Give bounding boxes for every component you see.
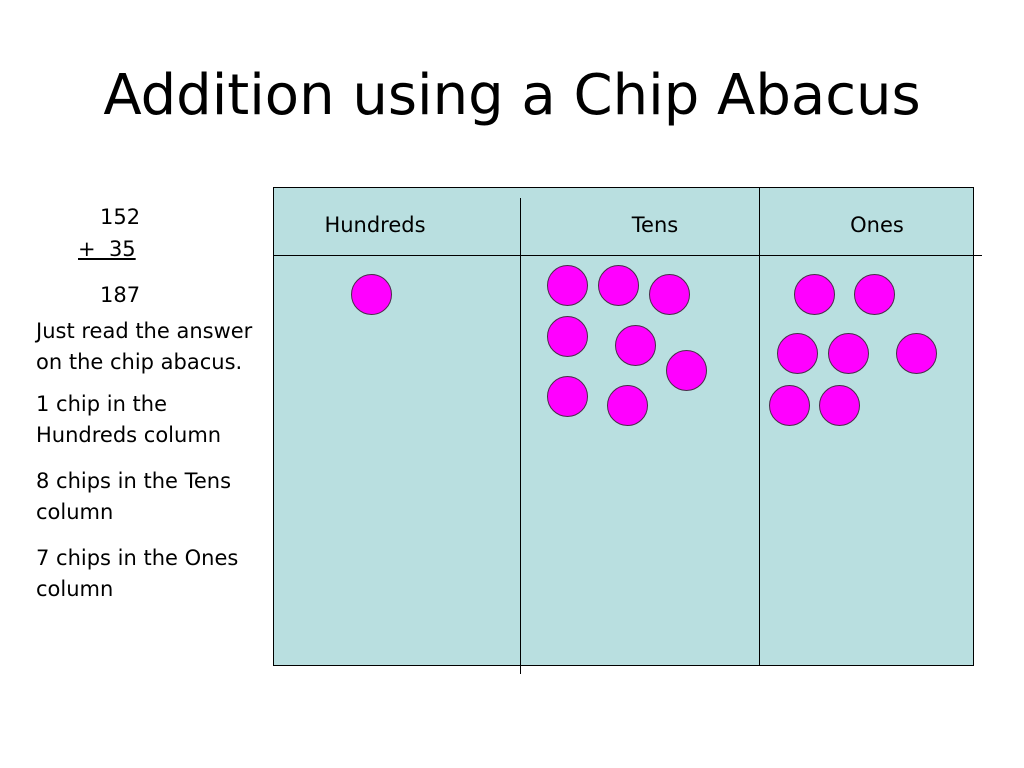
note-ones-count: 7 chips in the Ones column [36,546,239,601]
chip-tens [666,350,707,391]
chip-tens [649,274,690,315]
chip-tens [547,265,588,306]
chip-ones [769,385,810,426]
chip-tens [547,316,588,357]
chip-hundreds [351,274,392,315]
chip-tens [607,385,648,426]
header-divider-line [273,255,982,256]
sum-result: 187 [100,283,141,307]
chip-tens [547,376,588,417]
slide-title: Addition using a Chip Abacus [103,63,921,128]
column-divider-tens-ones [759,187,760,665]
column-header-ones: Ones [850,213,904,237]
column-header-hundreds: Hundreds [324,213,426,237]
chip-tens [615,325,656,366]
column-divider-hundreds-tens [520,198,521,674]
chip-ones [777,333,818,374]
chip-ones [854,274,895,315]
note-tens-count: 8 chips in the Tens column [36,469,232,524]
chip-ones [794,274,835,315]
column-header-tens: Tens [631,213,679,237]
addend-2: + 35 [78,237,136,261]
chip-abacus-board [273,187,974,666]
addend-1: 152 [100,205,141,229]
chip-ones [828,333,869,374]
note-read-answer: Just read the answer on the chip abacus. [36,319,253,374]
chip-ones [819,385,860,426]
instruction-notes: Just read the answer on the chip abacus.… [36,316,272,620]
chip-ones [896,333,937,374]
chip-tens [598,265,639,306]
note-hundreds-count: 1 chip in the Hundreds column [36,392,222,447]
